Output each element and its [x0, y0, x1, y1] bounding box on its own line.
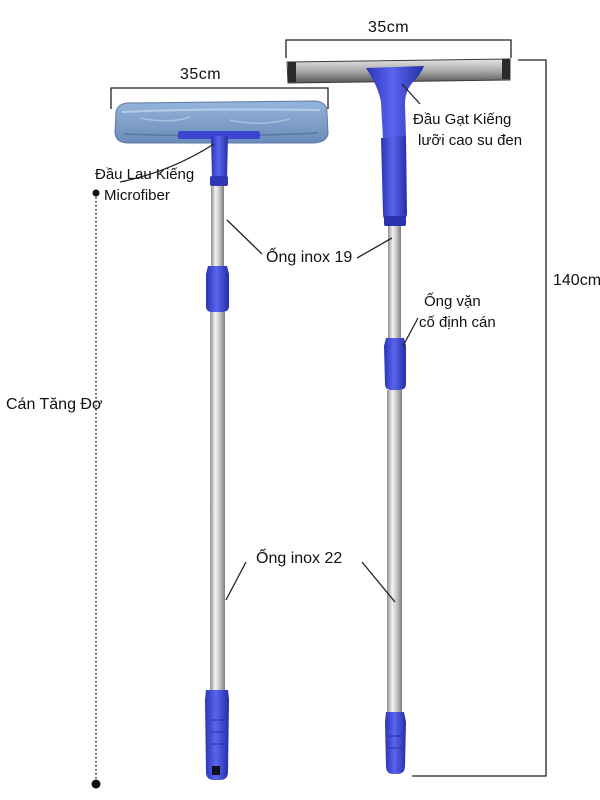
tube-22-label: Ống inox 22: [256, 550, 343, 567]
microfiber-pad: [114, 100, 329, 144]
squeegee-width-bracket: [285, 39, 512, 58]
squeegee-tube-upper: [388, 226, 401, 338]
mop-holder-bar: [178, 131, 260, 139]
leader-mop-head: [119, 143, 215, 183]
mop-width-label: 35cm: [180, 66, 222, 83]
annotation-lines: [119, 83, 421, 603]
squeegee-tube-lower: [387, 390, 402, 712]
handle-length-indicator: [91, 189, 101, 789]
mop-grip: [205, 690, 229, 780]
leader-tube-19-left: [226, 219, 263, 255]
mop-tube-lower: [210, 312, 225, 690]
total-length-label: 140cm: [553, 272, 600, 289]
tube-19-label: Ống inox 19: [266, 249, 353, 266]
squeegee-grip: [385, 712, 406, 774]
leader-tube-22-right: [361, 561, 396, 603]
microfiber-mop: [114, 100, 329, 780]
twist-lock: [384, 338, 406, 390]
mop-head-label-line2: Microfiber: [104, 187, 170, 204]
leader-twist-lock: [402, 317, 419, 347]
mop-width-bracket: [110, 87, 329, 109]
leader-tube-19-right: [356, 237, 393, 259]
squeegee: [286, 58, 511, 774]
mop-twist-connector: [206, 266, 229, 312]
squeegee-head-label-line2: lưỡi cao su đen: [418, 132, 523, 149]
total-height-bracket: [412, 59, 547, 777]
twist-lock-label-line1: Ống vặn: [424, 293, 481, 310]
twist-lock-label-line2: cố định cán: [419, 314, 496, 331]
squeegee-width-label: 35cm: [368, 19, 410, 36]
squeegee-holder: [366, 66, 424, 140]
leader-tube-22-left: [225, 561, 247, 601]
mop-tube-upper: [211, 186, 224, 266]
leader-squeegee-head: [401, 83, 421, 105]
squeegee-head-label-line1: Đầu Gạt Kiếng: [413, 111, 512, 128]
mop-head-label-line1: Đầu Lau Kiếng: [95, 166, 195, 183]
telescopic-handle-label: Cán Tăng Đơ: [6, 396, 103, 413]
